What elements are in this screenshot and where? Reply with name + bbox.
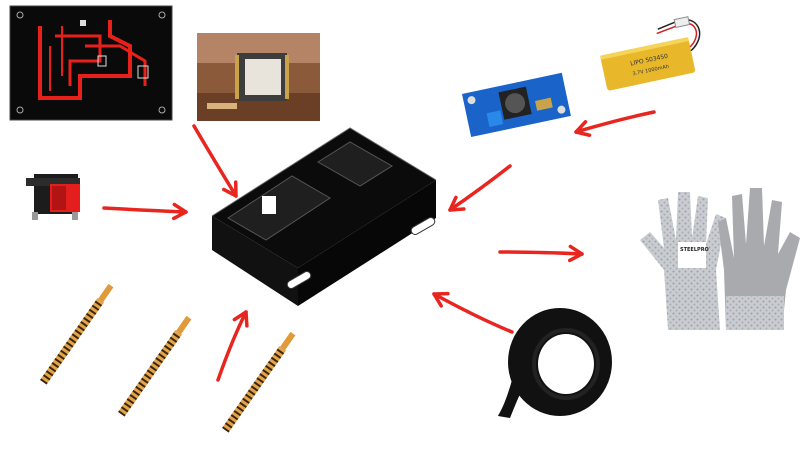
pcb-layout-icon xyxy=(9,5,173,121)
rocker-switch-icon xyxy=(26,174,80,220)
glove-brand: STEELPRO xyxy=(680,247,709,253)
arrow-velcro-tape-to-enclosure xyxy=(432,291,514,334)
arrow-microcontroller-to-enclosure xyxy=(192,124,238,198)
microcontroller-photo-icon xyxy=(197,33,320,121)
flex-sensor-icon xyxy=(40,283,296,433)
arrow-lipo-battery-to-boost-converter xyxy=(574,110,656,138)
arrow-flex-sensors-to-enclosure xyxy=(216,310,249,382)
boost-converter-icon xyxy=(462,72,571,138)
work-gloves-icon: STEELPRO xyxy=(640,188,800,330)
arrow-layer xyxy=(102,110,656,382)
enclosure-box-icon xyxy=(211,127,437,306)
arrow-boost-converter-to-enclosure xyxy=(448,164,512,212)
arrow-enclosure-to-gloves xyxy=(498,244,584,263)
velcro-tape-roll-icon xyxy=(498,308,612,418)
lipo-battery-icon: LIPO 503450 3.7V 1000mAh xyxy=(600,16,701,91)
arrow-rocker-switch-to-enclosure xyxy=(102,202,188,221)
